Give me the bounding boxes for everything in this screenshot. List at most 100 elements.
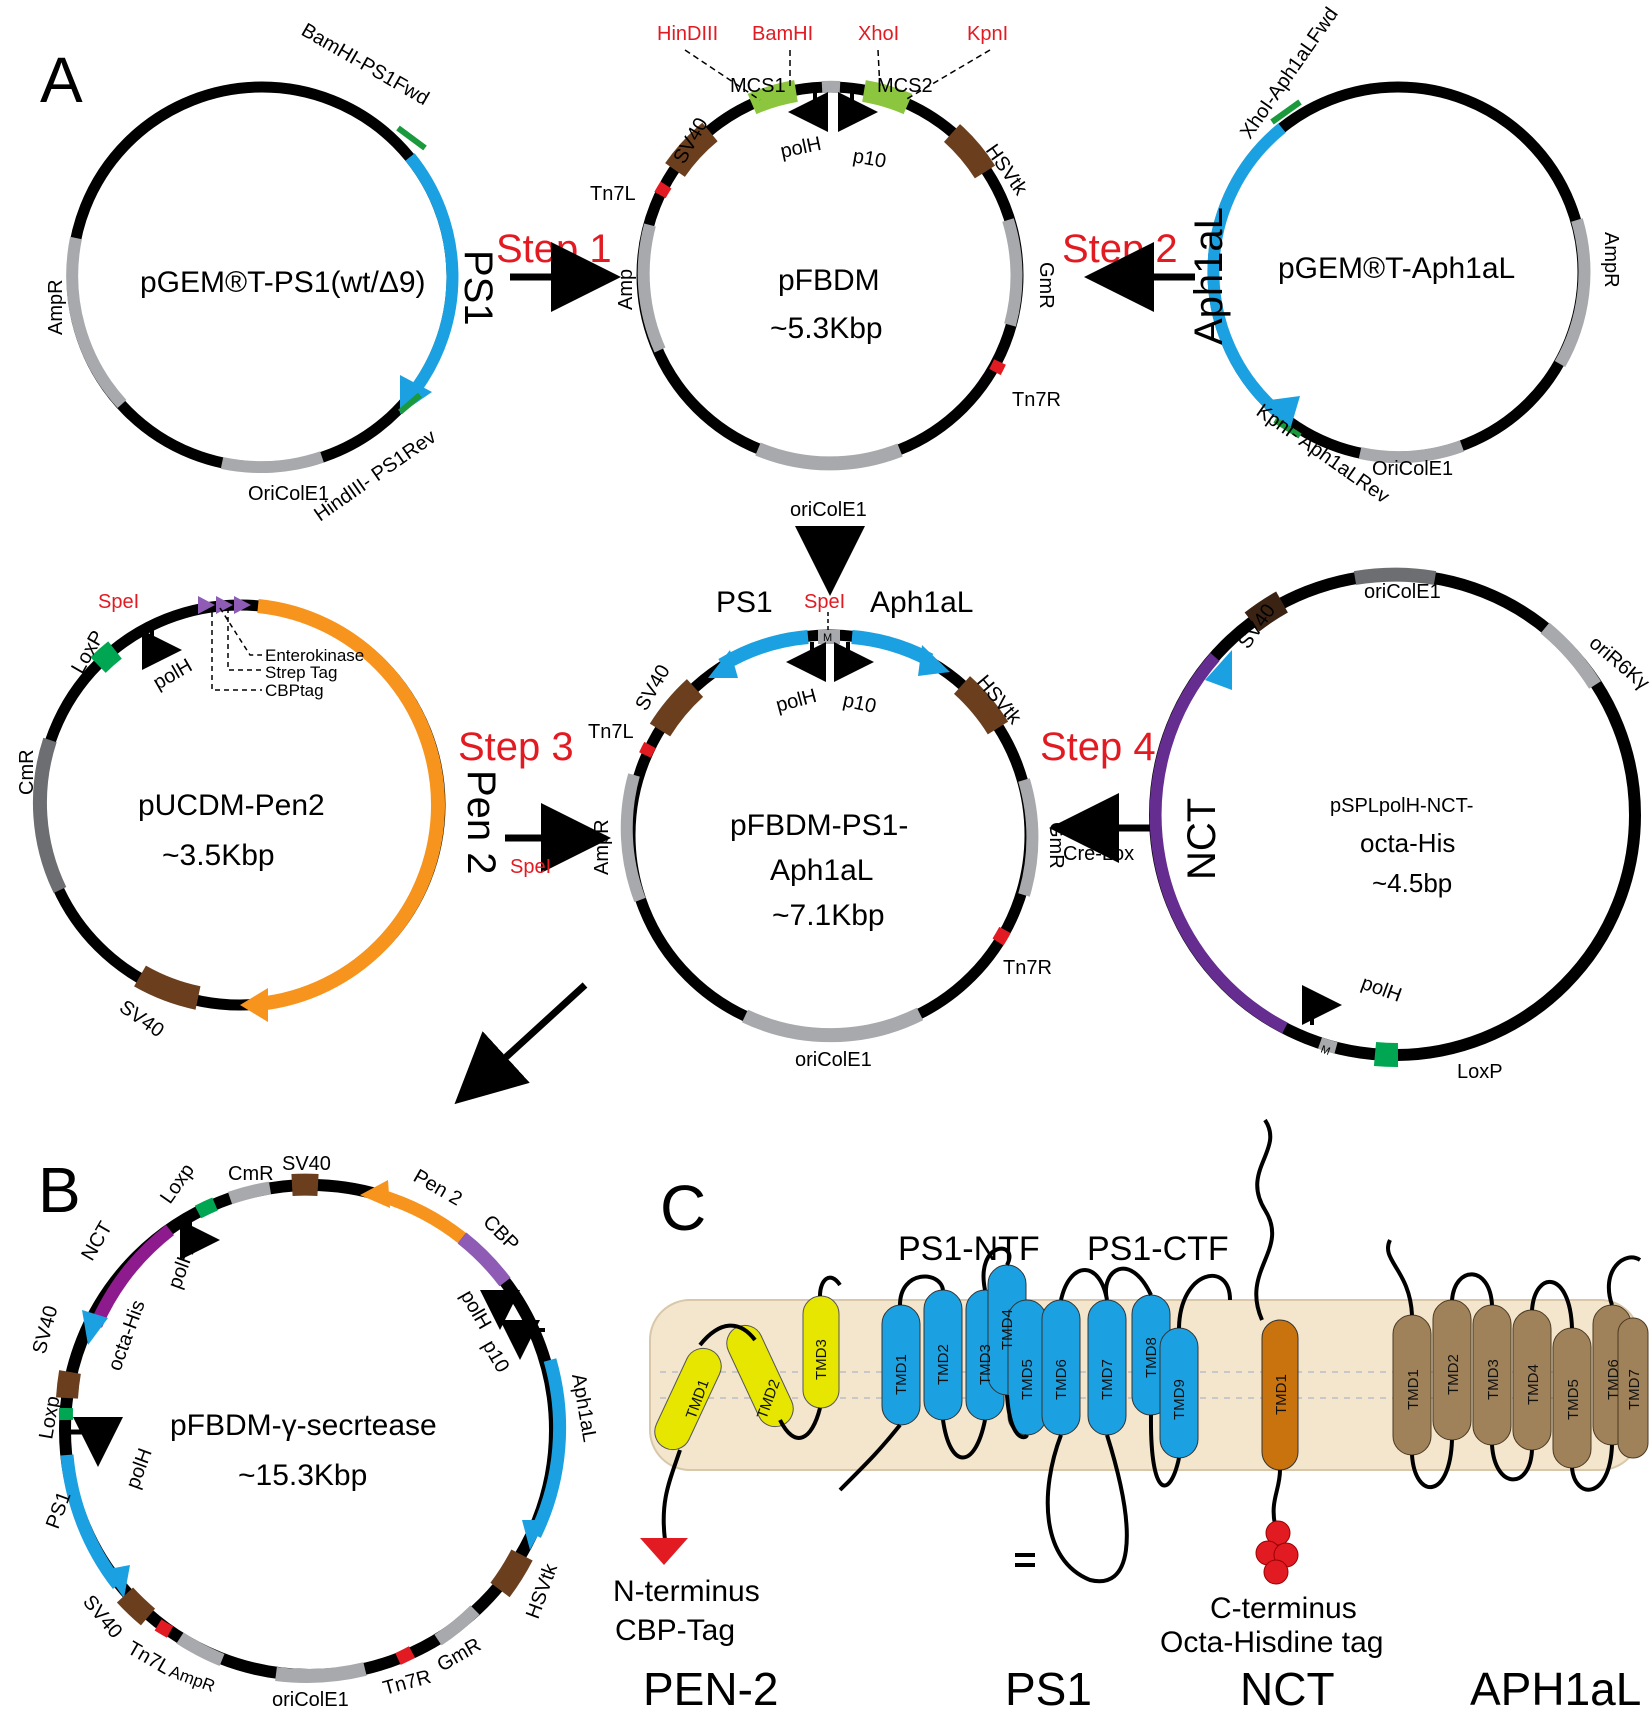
p5-sv40-segment — [649, 679, 704, 737]
p5-size: ~7.1Kbp — [772, 899, 885, 932]
panel-c-membrane-topology: PS1-NTF PS1-CTF TMD1 TMD2 TMD3 TMD1 TMD2 — [613, 1118, 1649, 1712]
plasmid-pfbdm-ps1-aph1al: M pFBDM-PS1- Aph1aL ~7.1Kbp PS1 Aph1aL S… — [588, 586, 1067, 1071]
p6-loxp-label: LoxP — [1457, 1061, 1503, 1083]
p4-loxp-segment — [90, 641, 122, 673]
p5-p10-label: p10 — [841, 689, 878, 717]
p3-amp-segment — [1554, 218, 1591, 367]
aph-loops — [1386, 1239, 1642, 1492]
p7-ps1-label: PS1 — [42, 1489, 76, 1532]
p2-p10-label: p10 — [851, 145, 888, 172]
p7-amp-segment — [176, 1632, 225, 1667]
p2-amp-label: Amp — [615, 269, 637, 310]
ps1-tmd2-label: TMD2 — [935, 1344, 952, 1385]
p3-aph-arrowhead — [1270, 396, 1300, 430]
cterm-tag-label: Octa-Hisdine tag — [1160, 1626, 1383, 1659]
p7-aph-arrowhead — [522, 1520, 546, 1550]
aph-tmd1-label: TMD1 — [1405, 1369, 1422, 1410]
p2-site-kpn: KpnI — [967, 23, 1008, 45]
p4-polh-arrow — [142, 628, 182, 670]
aph-tmd5-label: TMD5 — [1565, 1379, 1582, 1420]
p1-ori-segment — [220, 451, 324, 473]
step-4-crelox: Cre-Lox — [1063, 843, 1134, 865]
panel-label-b: B — [38, 1154, 81, 1226]
p4-cm-label: CmR — [16, 749, 38, 795]
p5-m-label: M — [823, 632, 832, 644]
p4-strep-label: Strep Tag — [265, 663, 337, 682]
p2-ori-label: oriColE1 — [790, 499, 867, 521]
p6-ori-label: oriColE1 — [1364, 581, 1441, 603]
p4-sv40-segment — [134, 965, 201, 1010]
plasmid-pgem-ps1: pGEM®T-PS1(wt/Δ9) PS1 BamHI-PS1Fwd HindI… — [45, 19, 500, 526]
ps1-tmd9-label: TMD9 — [1171, 1379, 1188, 1420]
p5-amp-label: AmpR — [591, 819, 613, 875]
p6-ori2-segment — [1540, 622, 1601, 689]
p2-mcs2-label: MCS2 — [877, 75, 933, 97]
protein-label-pen2: PEN-2 — [643, 1663, 778, 1712]
p7-nct-arrowhead — [82, 1310, 108, 1345]
step-arrows: Step 1 Step 2 Step 3 SpeI Step 4 Cre-Lox — [454, 227, 1195, 1105]
step-2-label: Step 2 — [1062, 227, 1178, 271]
p4-pen2-arrowhead — [240, 988, 268, 1022]
p1-name: pGEM®T-PS1(wt/Δ9) — [140, 266, 426, 299]
p5-aph-label: Aph1aL — [870, 586, 973, 619]
p7-polh-left-label: polH — [164, 1246, 199, 1292]
p1-amp-label: AmpR — [45, 279, 67, 335]
p2-tn7l-mark — [654, 181, 672, 199]
nct-ecd — [1254, 1118, 1275, 1321]
aph1al-helices: TMD1 TMD2 TMD3 TMD4 TMD5 TMD6 TMD7 — [1386, 1239, 1649, 1492]
ps1-tmd6-label: TMD6 — [1053, 1359, 1070, 1400]
p2-site-leaders — [684, 49, 991, 101]
p1-rev-label: HindIII- PS1Rev — [310, 426, 440, 526]
his-bead-1 — [1265, 1520, 1291, 1546]
p7-loxp-label: Loxp — [156, 1160, 199, 1208]
p5-name: pFBDM-PS1- — [730, 809, 908, 842]
protein-label-aph1al: APH1aL — [1470, 1663, 1641, 1712]
p6-m-segment — [1318, 1037, 1338, 1054]
p3-name: pGEM®T-Aph1aL — [1278, 252, 1515, 285]
p2-polh-arrow — [788, 92, 828, 132]
p2-size: ~5.3Kbp — [770, 312, 883, 345]
aph-tmd6-label: TMD6 — [1605, 1359, 1622, 1400]
p5-m-box — [818, 630, 840, 644]
p7-name: pFBDM-γ-secrtease — [170, 1409, 437, 1442]
p6-ori-segment — [1353, 567, 1437, 585]
p7-sv40c-label: SV40 — [78, 1591, 126, 1643]
p6-name: pSPLpolH-NCT- — [1330, 795, 1473, 817]
ps1-helices: TMD1 TMD2 TMD3 TMD4 TMD5 TMD6 TMD7 TMD8 … — [838, 1246, 1232, 1584]
p5-tn7l-mark — [639, 741, 656, 758]
p4-insert-label: Pen 2 — [459, 770, 503, 875]
nct-helix: TMD1 — [1254, 1118, 1299, 1585]
p5-polh-arrow — [786, 642, 826, 682]
p4-cbp-label: CBPtag — [265, 681, 324, 700]
p4-tag2 — [216, 596, 233, 614]
p6-m-label: M — [1319, 1044, 1332, 1058]
p6-nct-arrowhead — [1205, 650, 1232, 690]
p5-tn7r-label: Tn7R — [1003, 957, 1052, 979]
p7-nct-segment — [90, 1224, 175, 1328]
plasmid-pfbdm-gamma-secretase: pFBDM-γ-secrtease ~15.3Kbp Loxp CmR SV40… — [29, 1153, 601, 1711]
p2-gm-label: GmR — [1035, 262, 1057, 309]
p7-cm-segment — [227, 1181, 272, 1205]
p2-mcs2-segment — [861, 80, 913, 115]
p2-site-xho: XhoI — [858, 23, 899, 45]
p6-size: ~4.5bp — [1372, 868, 1452, 898]
p7-ori-label: oriColE1 — [272, 1689, 349, 1711]
p5-p10-arrow — [834, 642, 874, 682]
p4-polh-label: polH — [150, 655, 197, 695]
p7-cbp-segment — [457, 1232, 511, 1287]
p2-mcs1-label: MCS1 — [730, 75, 786, 97]
panel-label-c: C — [660, 1172, 706, 1244]
p3-amp-label: AmpR — [1600, 232, 1622, 288]
p5-ps1-label: PS1 — [716, 586, 773, 619]
p2-tn7r-label: Tn7R — [1012, 389, 1061, 411]
p2-site-bam: BamHI — [752, 23, 813, 45]
p7-polh-right-label: polH — [456, 1287, 496, 1334]
ps1-tmd7-label: TMD7 — [1099, 1359, 1116, 1400]
p7-loxp-segment — [194, 1197, 218, 1219]
p2-name: pFBDM — [778, 264, 880, 297]
panel-label-a: A — [40, 44, 83, 116]
p5-spel-label: SpeI — [804, 591, 845, 613]
aph-tmd3-label: TMD3 — [1485, 1359, 1502, 1400]
p7-ori-segment — [275, 1662, 367, 1683]
